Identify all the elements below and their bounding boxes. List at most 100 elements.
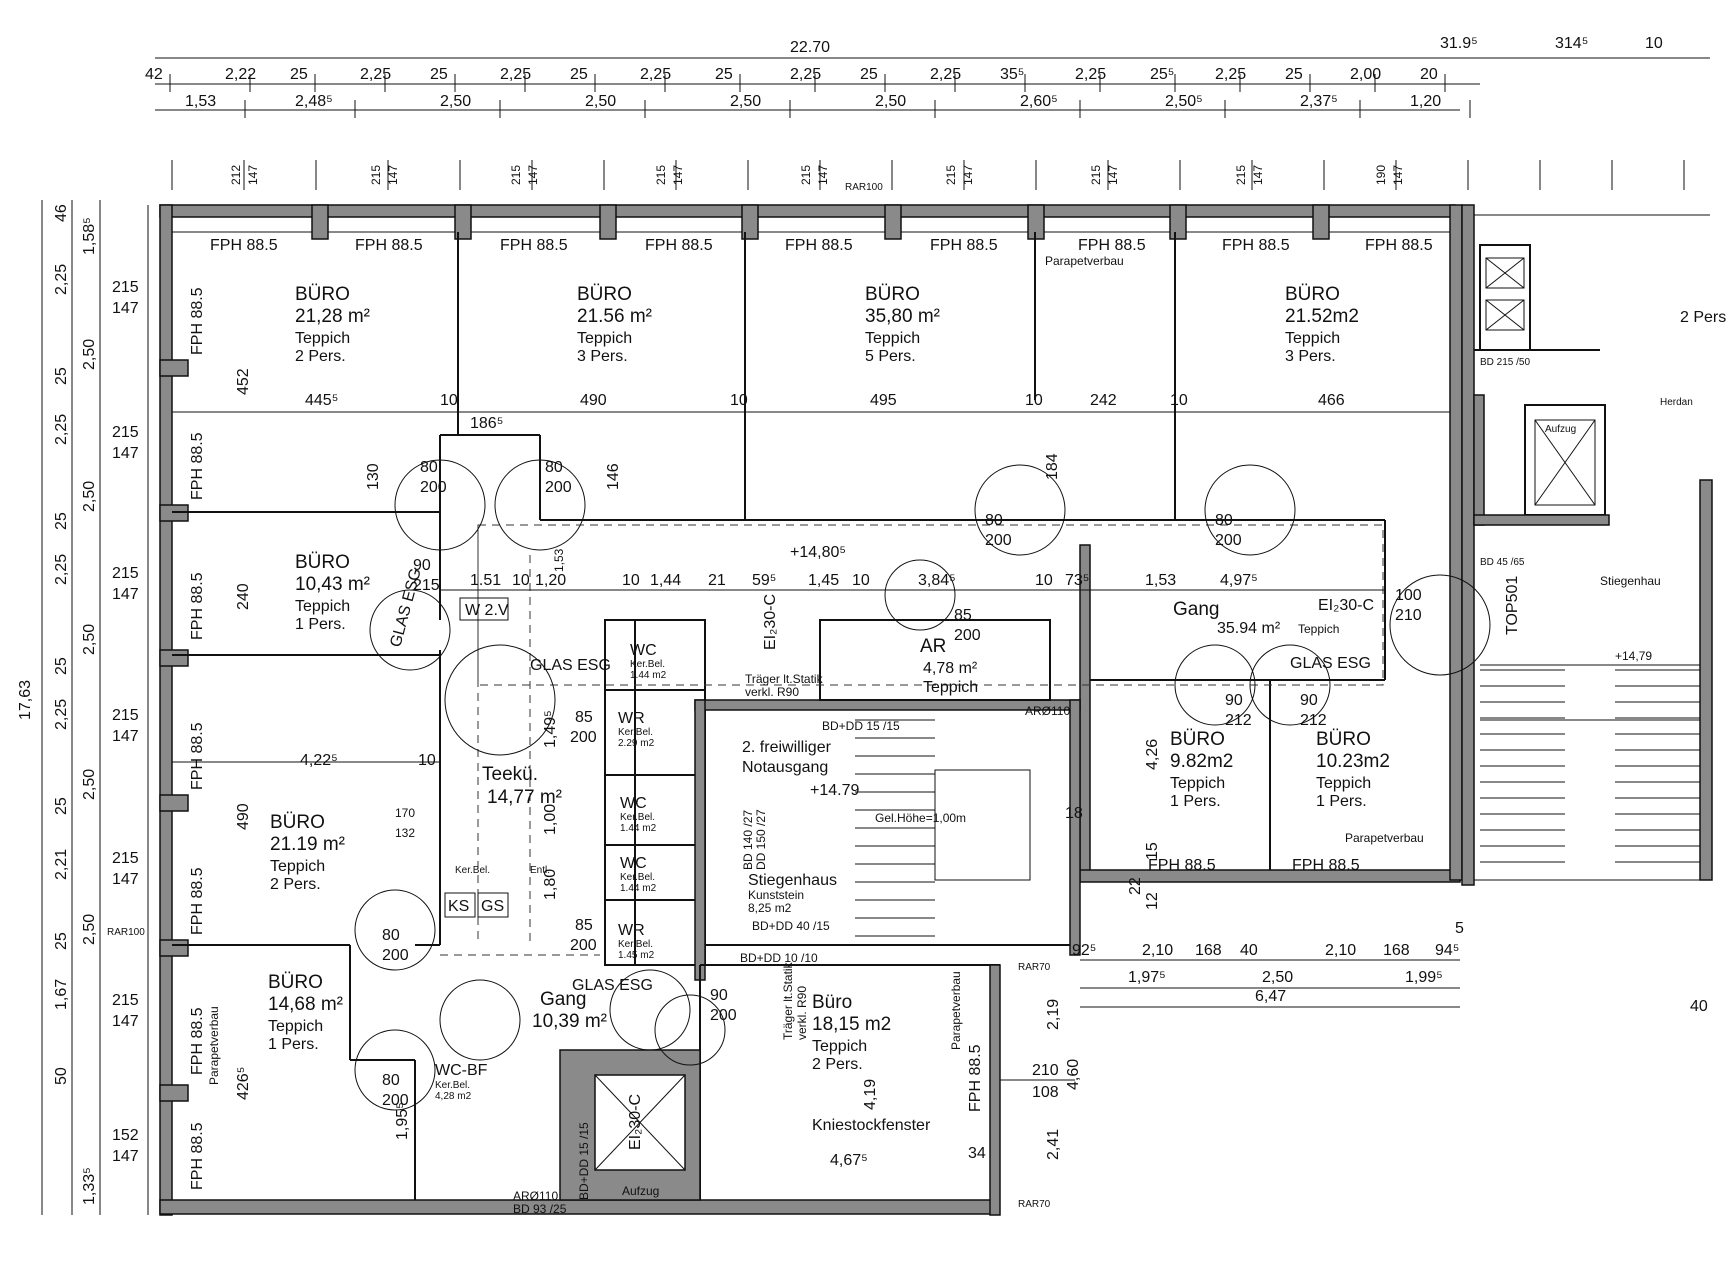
window-pier bbox=[159, 794, 189, 812]
window-height-b: 147 bbox=[386, 165, 400, 185]
parapet-3: Parapetverbau bbox=[207, 1006, 221, 1085]
dim-row3-item: 2,50 bbox=[875, 93, 906, 110]
bd215: BD 215 /50 bbox=[1480, 357, 1530, 368]
door-height: 212 bbox=[1300, 712, 1327, 729]
dim-195: 1,95⁵ bbox=[394, 1102, 411, 1140]
dim-row2-item: 25⁵ bbox=[1150, 66, 1174, 83]
dim-151: 1.51 bbox=[470, 572, 501, 589]
inner-dim-gang: 10 bbox=[1035, 572, 1053, 589]
dim-left-window-item: 215 bbox=[112, 279, 139, 296]
aufzug-label: Aufzug bbox=[622, 1184, 659, 1198]
wc-area: 1.44 m2 bbox=[620, 883, 657, 894]
room-area: 18,15 m2 bbox=[812, 1014, 891, 1035]
notausgang-2: Notausgang bbox=[742, 759, 828, 776]
fph-label-lower-2: FPH 88.5 bbox=[1292, 857, 1360, 874]
window-piers-left bbox=[159, 359, 189, 1102]
dim-row3-item: 1,20 bbox=[1410, 93, 1441, 110]
wc-name: WR bbox=[618, 922, 645, 939]
dim-left-outer-item: 1,67 bbox=[53, 979, 70, 1010]
glas-esg-2: GLAS ESG bbox=[530, 657, 611, 674]
door-width: 90 bbox=[413, 557, 431, 574]
window-height-b: 147 bbox=[1391, 165, 1405, 185]
window-pier bbox=[159, 939, 189, 957]
dim-left-window-item: 147 bbox=[112, 1148, 139, 1165]
window-height-b: 147 bbox=[671, 165, 685, 185]
door-swing-arc bbox=[1204, 464, 1296, 556]
room-area: 14,68 m² bbox=[268, 994, 343, 1015]
fph-label-left: FPH 88.5 bbox=[189, 287, 206, 355]
door-height: 200 bbox=[545, 479, 572, 496]
dim-left-outer-item: 2,25 bbox=[53, 699, 70, 730]
dim-left-outer-item: 46 bbox=[53, 204, 70, 222]
window-pier bbox=[1169, 204, 1187, 240]
room-floor: Teppich bbox=[295, 330, 350, 347]
dim-left-outer-item: 2,25 bbox=[53, 554, 70, 585]
wc-name: WR bbox=[618, 710, 645, 727]
window-pier bbox=[454, 204, 472, 240]
dim-row2-item: 25 bbox=[860, 66, 878, 83]
dim-left-window-item: 215 bbox=[112, 850, 139, 867]
dim-210: 210 bbox=[1032, 1062, 1059, 1079]
room-area: 9.82m2 bbox=[1170, 751, 1233, 772]
room-area: 21,28 m² bbox=[295, 306, 370, 327]
inner-dim-gang: 4,97⁵ bbox=[1220, 572, 1258, 589]
dim-row2-item: 2,25 bbox=[1075, 66, 1106, 83]
dim-left-window-item: 147 bbox=[112, 728, 139, 745]
dim-row2-item: 2,25 bbox=[790, 66, 821, 83]
dim-left-window-item: 147 bbox=[112, 1013, 139, 1030]
room-name: BÜRO bbox=[295, 284, 350, 305]
room-name: BÜRO bbox=[295, 552, 350, 573]
dd-150: DD 150 /27 bbox=[754, 809, 768, 870]
window-height-b: 147 bbox=[1251, 165, 1265, 185]
dim-row3-item: 2,50 bbox=[730, 93, 761, 110]
dim-left-overall: 17,63 bbox=[17, 680, 34, 720]
dim-219: 2,19 bbox=[1045, 999, 1062, 1030]
dim-left-window-item: 147 bbox=[112, 445, 139, 462]
inner-dim-gang: 10 bbox=[622, 572, 640, 589]
dim-row3-item: 1,53 bbox=[185, 93, 216, 110]
traeger-2: verkl. R90 bbox=[745, 685, 799, 699]
dim-left-window-item: 152 bbox=[112, 1127, 139, 1144]
door-width: 80 bbox=[1215, 512, 1233, 529]
dim-422: 4,22⁵ bbox=[300, 752, 338, 769]
rar70-1: RAR70 bbox=[1018, 962, 1051, 973]
room-floor: Teppich bbox=[1285, 330, 1340, 347]
room-floor: Teppich bbox=[1316, 775, 1371, 792]
room-name: BÜRO bbox=[577, 284, 632, 305]
dim-40: 40 bbox=[1690, 998, 1708, 1015]
ar-area: 4,78 m² bbox=[923, 660, 978, 677]
level-3: +14,79 bbox=[1615, 649, 1652, 663]
dim-85a: 85 bbox=[575, 709, 593, 726]
staircase-treads bbox=[855, 719, 1031, 937]
dim-row2-item: 25 bbox=[715, 66, 733, 83]
door-width: 80 bbox=[420, 459, 438, 476]
w2v: W 2.V bbox=[465, 602, 509, 619]
dim-426: 426⁵ bbox=[235, 1067, 252, 1100]
dim-left-outer-item: 2,25 bbox=[53, 264, 70, 295]
dim-452: 452 bbox=[235, 368, 252, 395]
dim-right-3: 10 bbox=[1645, 35, 1663, 52]
dim-460: 4,60 bbox=[1065, 1059, 1082, 1090]
dim-647: 6,47 bbox=[1255, 988, 1286, 1005]
door-height: 210 bbox=[1395, 607, 1422, 624]
window-height-a: 212 bbox=[229, 165, 243, 185]
room-floor: Teppich bbox=[865, 330, 920, 347]
fph-label-top: FPH 88.5 bbox=[1365, 237, 1433, 254]
fph-label-top: FPH 88.5 bbox=[355, 237, 423, 254]
window-pier bbox=[159, 649, 189, 667]
fph-label-lower-3: FPH 88.5 bbox=[967, 1044, 984, 1112]
dim-184: 184 bbox=[1044, 453, 1061, 480]
dim-row2-item: 25 bbox=[570, 66, 588, 83]
inner-dim-gang: 73⁵ bbox=[1065, 572, 1089, 589]
gel-hoehe: Gel.Höhe=1,00m bbox=[875, 811, 966, 825]
fph-label-left: FPH 88.5 bbox=[189, 1007, 206, 1075]
stiegenhaus-name: Stiegenhaus bbox=[748, 872, 837, 889]
dim-left-inner-item: 2,50 bbox=[81, 339, 98, 370]
door-width: 90 bbox=[1225, 692, 1243, 709]
room-persons: 3 Pers. bbox=[577, 348, 628, 365]
wc-area: 1.45 m2 bbox=[618, 950, 655, 961]
room-floor: Teppich bbox=[812, 1038, 867, 1055]
